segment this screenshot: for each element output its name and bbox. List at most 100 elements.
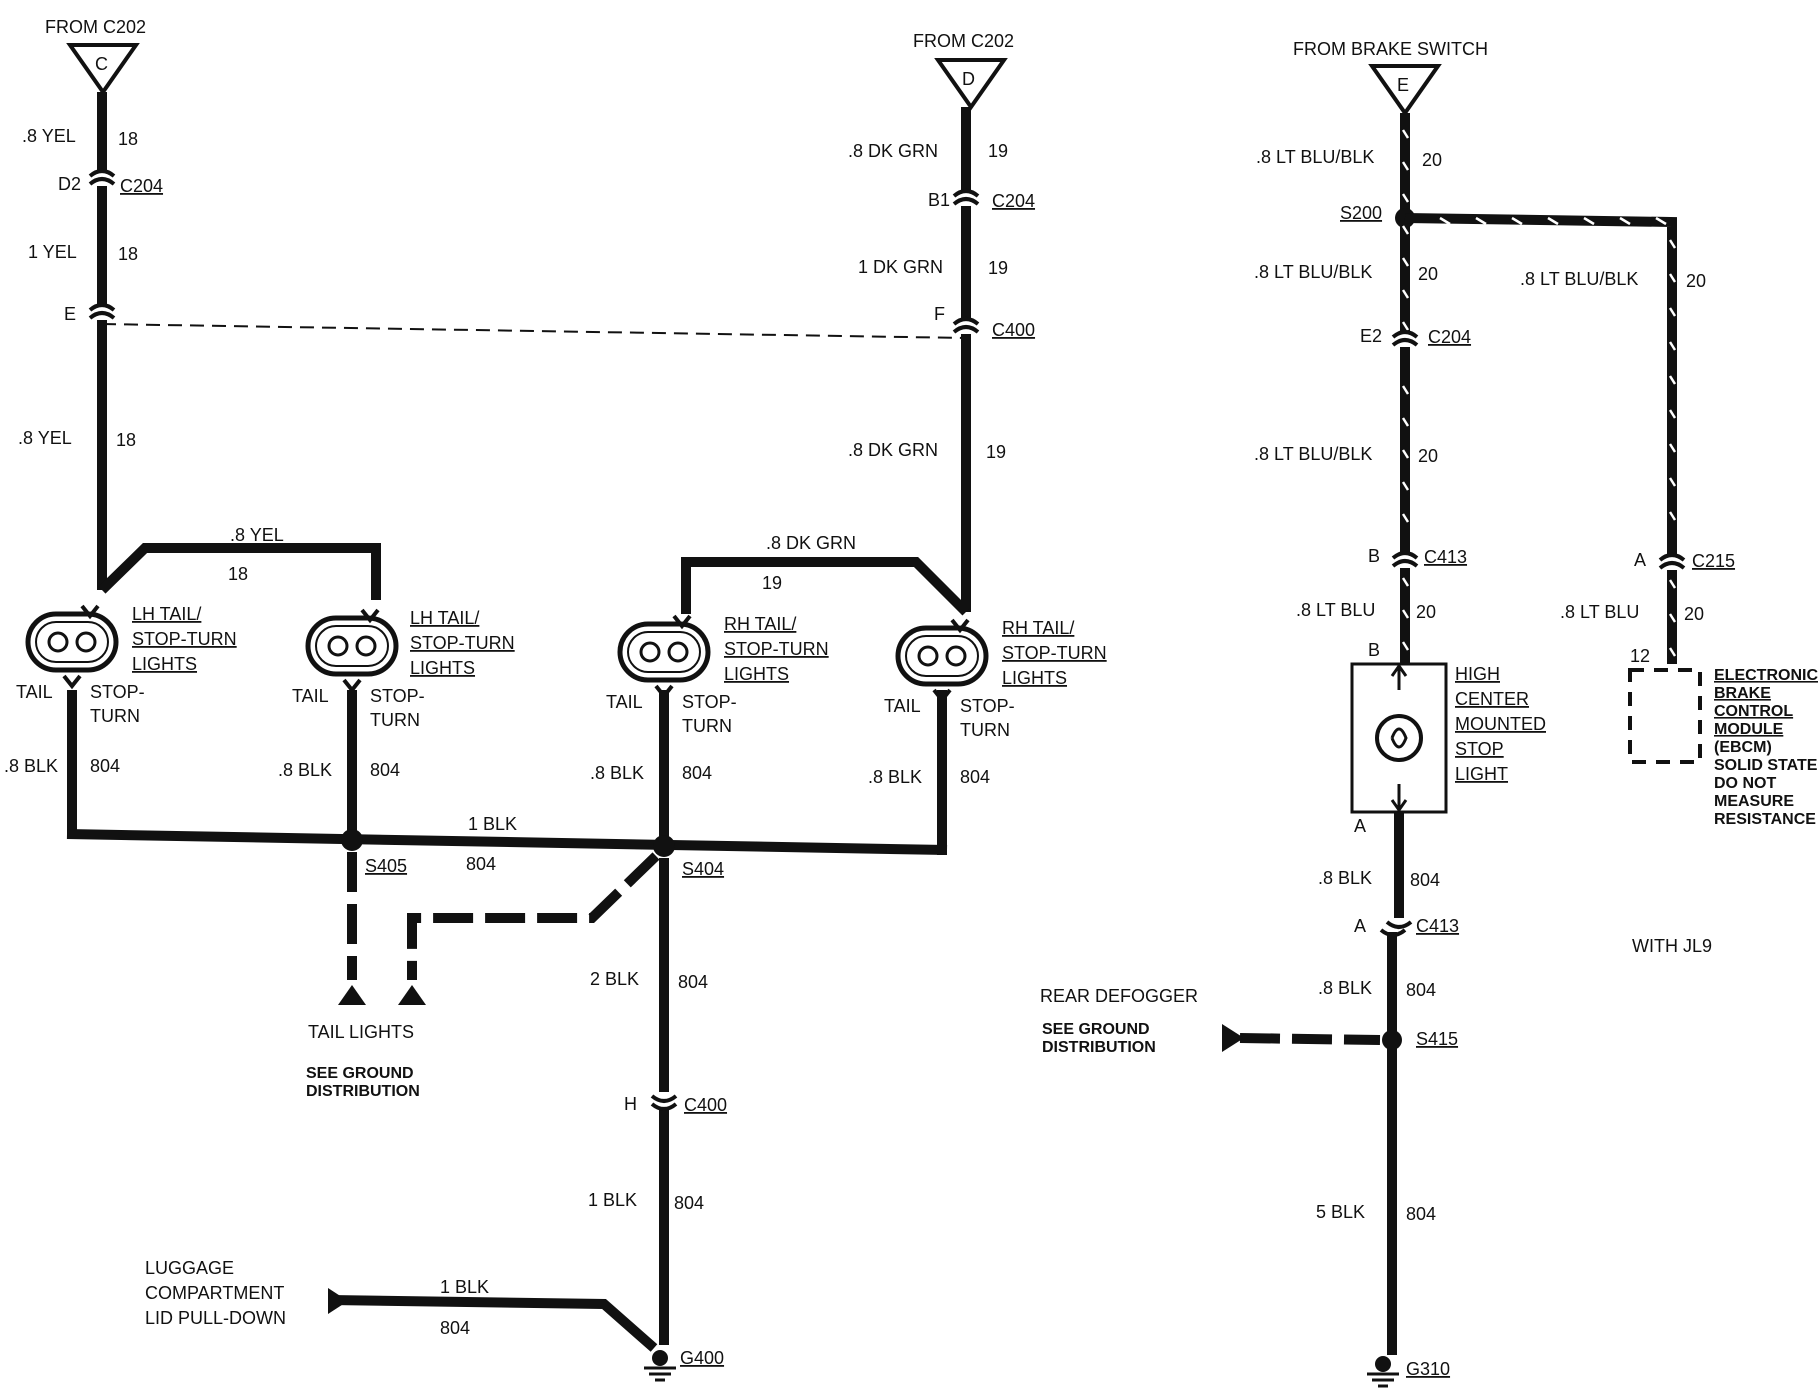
ebcm-component: ELECTRONIC BRAKE CONTROL MODULE (EBCM) S… — [1628, 667, 1818, 828]
lamp-housing — [25, 611, 119, 673]
wire-hc2-num: 804 — [1406, 980, 1436, 1000]
ebcm-line-3: CONTROL — [1714, 703, 1793, 720]
lamp-housing — [305, 615, 399, 677]
lamp-tail-label: TAIL — [16, 682, 53, 702]
conn-d2: D2 — [58, 174, 81, 194]
bulb-icon — [917, 645, 939, 667]
hcmsl-line-2: CENTER — [1455, 689, 1529, 709]
wire-e3-num: 20 — [1418, 446, 1438, 466]
wire-g1-label: .8 BLK — [4, 756, 58, 776]
bulb-icon — [327, 635, 349, 657]
ground-g400: G400 — [680, 1348, 724, 1368]
lamp-label-l2: STOP-TURN — [1002, 643, 1107, 663]
ebcm-line-2: BRAKE — [1714, 685, 1771, 702]
wire-er2-label: .8 LT BLU — [1560, 602, 1639, 622]
wire-c-jump-label: .8 YEL — [230, 525, 284, 545]
source-c-label: FROM C202 — [45, 17, 146, 37]
note-luggage-3: LID PULL-DOWN — [145, 1308, 286, 1328]
wire-e4-num: 20 — [1416, 602, 1436, 622]
wire-down1-num: 804 — [678, 972, 708, 992]
conn-c400-d: C400 — [992, 320, 1035, 340]
wire-d3-label: .8 DK GRN — [848, 440, 938, 460]
lamp-label-l2: STOP-TURN — [132, 629, 237, 649]
circuit-c: .8 YEL 18 D2 C204 1 YEL 18 E .8 YEL 18 .… — [18, 92, 381, 600]
lamp-label-l3: LIGHTS — [132, 654, 197, 674]
lamp-stop-label-1: STOP- — [682, 692, 737, 712]
source-c: FROM C202 C — [45, 17, 146, 96]
conn-b-hcmsl: B — [1368, 640, 1380, 660]
conn-c400-g: C400 — [684, 1095, 727, 1115]
hcmsl-ground: A .8 BLK 804 A C413 .8 BLK 804 S415 REAR… — [1040, 812, 1459, 1388]
conn-e-c: E — [64, 304, 76, 324]
wire-lug-label: 1 BLK — [440, 1277, 489, 1297]
wire-g4-num: 804 — [960, 767, 990, 787]
wire-e1-label: .8 LT BLU/BLK — [1256, 147, 1374, 167]
splice-s405: S405 — [365, 856, 407, 876]
ground-g310: G310 — [1406, 1359, 1450, 1379]
lamp-stop-label-2: TURN — [370, 710, 420, 730]
lamp-label-l3: LIGHTS — [410, 658, 475, 678]
bulb-icon — [945, 645, 967, 667]
option-link-dashed — [101, 323, 967, 339]
lamp-stop-label-1: STOP- — [370, 686, 425, 706]
lamp-label-l3: LIGHTS — [1002, 668, 1067, 688]
conn-a-c413: A — [1354, 916, 1366, 936]
wire-c3-label: .8 YEL — [18, 428, 72, 448]
wire-down2-label: 1 BLK — [588, 1190, 637, 1210]
note-with-jl9: WITH JL9 — [1632, 936, 1712, 956]
note-defog-see-1: SEE GROUND — [1042, 1021, 1150, 1038]
circuit-d: .8 DK GRN 19 B1 C204 1 DK GRN 19 F C400 … — [681, 107, 1035, 616]
wire-g2-num: 804 — [370, 760, 400, 780]
ebcm-line-5: (EBCM) — [1714, 739, 1772, 756]
ebcm-line-4: MODULE — [1714, 721, 1784, 738]
conn-c215: C215 — [1692, 551, 1735, 571]
wire-hc2-label: .8 BLK — [1318, 978, 1372, 998]
wire-e2-label: .8 LT BLU/BLK — [1254, 262, 1372, 282]
lamp-tail-label: TAIL — [606, 692, 643, 712]
wire-c3-num: 18 — [116, 430, 136, 450]
lamp-stop-label-2: TURN — [960, 720, 1010, 740]
wire-d3-num: 19 — [986, 442, 1006, 462]
wire-d-jump-label: .8 DK GRN — [766, 533, 856, 553]
lamp-label-l1: LH TAIL/ — [410, 608, 479, 628]
hcmsl-line-4: STOP — [1455, 739, 1504, 759]
wire-c2-num: 18 — [118, 244, 138, 264]
hcmsl-line-5: LIGHT — [1455, 764, 1508, 784]
wire-down1-label: 2 BLK — [590, 969, 639, 989]
source-e: FROM BRAKE SWITCH E — [1293, 39, 1488, 117]
ebcm-line-8: MEASURE — [1714, 793, 1794, 810]
note-luggage-1: LUGGAGE — [145, 1258, 234, 1278]
wire-d1-label: .8 DK GRN — [848, 141, 938, 161]
wire-d1-num: 19 — [988, 141, 1008, 161]
ebcm-line-9: RESISTANCE — [1714, 811, 1816, 828]
lamp-stop-label-2: TURN — [90, 706, 140, 726]
lamp-label-l2: STOP-TURN — [410, 633, 515, 653]
wire-g3-label: .8 BLK — [590, 763, 644, 783]
wire-g1-num: 804 — [90, 756, 120, 776]
bulb-icon — [47, 631, 69, 653]
conn-c413-e: C413 — [1424, 547, 1467, 567]
bulb-icon — [355, 635, 377, 657]
wire-hc3-label: 5 BLK — [1316, 1202, 1365, 1222]
lamp-stop-label-2: TURN — [682, 716, 732, 736]
hcmsl-component: HIGH CENTER MOUNTED STOP LIGHT — [1350, 662, 1546, 814]
wire-lug-num: 804 — [440, 1318, 470, 1338]
lamp-housing — [895, 625, 989, 687]
conn-12: 12 — [1630, 646, 1650, 666]
source-e-letter: E — [1397, 75, 1409, 95]
hcmsl-line-3: MOUNTED — [1455, 714, 1546, 734]
conn-c413-hc: C413 — [1416, 916, 1459, 936]
ebcm-line-7: DO NOT — [1714, 775, 1776, 792]
lamp-housing — [617, 621, 711, 683]
lamp-label-l3: LIGHTS — [724, 664, 789, 684]
splice-s415: S415 — [1416, 1029, 1458, 1049]
source-d: FROM C202 D — [913, 31, 1014, 111]
wire-c2-label: 1 YEL — [28, 242, 77, 262]
wire-d-jump-num: 19 — [762, 573, 782, 593]
note-see-ground-2: DISTRIBUTION — [306, 1083, 420, 1100]
ebcm-line-1: ELECTRONIC — [1714, 667, 1818, 684]
hcmsl-line-1: HIGH — [1455, 664, 1500, 684]
lamp-label-l1: LH TAIL/ — [132, 604, 201, 624]
